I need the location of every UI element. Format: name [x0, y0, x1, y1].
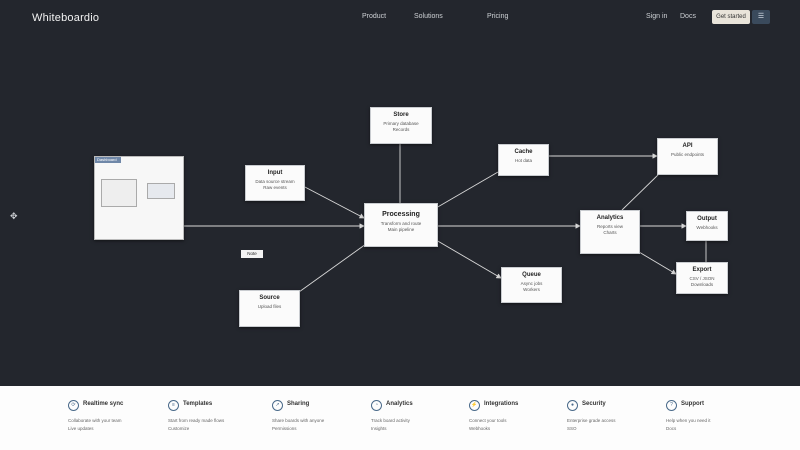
feature-desc-2: Customize — [168, 426, 190, 431]
feature-title: Security — [582, 401, 606, 407]
node-export[interactable]: Export CSV / JSON Downloads — [676, 262, 728, 294]
node-title: Queue — [522, 272, 541, 278]
node-desc-2: Workers — [523, 287, 540, 292]
node-desc: Transform and route — [380, 221, 422, 226]
connector-analytics-api — [621, 172, 661, 211]
node-desc: Async jobs — [520, 281, 543, 286]
feature-desc: Track board activity — [371, 418, 410, 423]
node-output[interactable]: Output Webhooks — [686, 211, 728, 241]
node-title: Output — [697, 216, 717, 222]
node-title: Cache — [514, 149, 533, 155]
connector-source-core — [298, 243, 367, 293]
node-processing[interactable]: Processing Transform and route Main pipe… — [364, 203, 438, 247]
top-navigation-bar: Whiteboardio Product Solutions Pricing S… — [0, 0, 800, 36]
feature-desc: Collaborate with your team — [68, 418, 122, 423]
feature-desc-2: Docs — [666, 426, 677, 431]
node-desc: Webhooks — [696, 225, 718, 230]
get-started-button[interactable]: Get started — [712, 10, 750, 24]
node-desc: Primary database — [383, 121, 419, 126]
feature-desc-2: Live updates — [68, 426, 94, 431]
nav-link-pricing[interactable]: Pricing — [487, 13, 509, 20]
feature-title: Templates — [183, 401, 213, 407]
node-title: API — [682, 143, 693, 149]
share-icon: ↗ — [272, 400, 283, 411]
help-icon: ? — [666, 400, 677, 411]
feature-title: Analytics — [386, 401, 413, 407]
connector-lines — [183, 143, 707, 293]
feature-desc-2: SSO — [567, 426, 577, 431]
node-desc-2: Records — [392, 127, 410, 132]
node-analytics[interactable]: Analytics Reports view Charts — [580, 210, 640, 254]
node-title: Input — [267, 170, 283, 176]
feature-desc: Share boards with anyone — [272, 418, 325, 423]
panel-preview-left — [101, 179, 137, 207]
node-title: Analytics — [596, 215, 624, 221]
floating-note-label[interactable]: Note — [241, 250, 263, 258]
node-queue[interactable]: Queue Async jobs Workers — [501, 267, 562, 303]
node-title: Store — [393, 112, 409, 118]
connector-analytics-export — [638, 251, 677, 275]
feature-title: Realtime sync — [83, 401, 124, 407]
app-logo[interactable]: Whiteboardio — [32, 12, 100, 24]
feature-desc: Help when you need it — [666, 418, 711, 423]
node-desc-2: Raw events — [263, 185, 287, 190]
feature-title: Sharing — [287, 401, 310, 407]
cursor-icon[interactable]: ✥ — [10, 211, 18, 221]
dashboard-panel-node[interactable]: Dashboard — [94, 156, 184, 240]
node-desc-2: Main pipeline — [387, 227, 415, 232]
panel-title: Dashboard — [95, 157, 121, 163]
node-desc: CSV / JSON — [689, 276, 715, 281]
feature-title: Integrations — [484, 401, 519, 407]
node-desc: Upload files — [257, 304, 282, 309]
lock-icon: ● — [567, 400, 578, 411]
feature-title: Support — [681, 401, 704, 407]
feature-desc: Start from ready made flows — [168, 418, 225, 423]
node-desc: Hot data — [514, 158, 532, 163]
plug-icon: ⚡ — [469, 400, 480, 411]
node-desc-2: Downloads — [690, 282, 714, 287]
node-cache[interactable]: Cache Hot data — [498, 144, 549, 176]
sign-in-link[interactable]: Sign in — [646, 13, 668, 20]
node-input[interactable]: Input Data source stream Raw events — [245, 165, 305, 201]
panel-preview-right — [147, 183, 175, 199]
nav-link-product[interactable]: Product — [362, 13, 387, 20]
node-desc: Data source stream — [255, 179, 295, 184]
node-title: Export — [692, 267, 712, 273]
sync-icon: ⟳ — [68, 400, 79, 411]
node-desc: Public endpoints — [670, 152, 705, 157]
connector-input-core — [302, 185, 365, 219]
menu-icon[interactable]: ☰ — [752, 10, 770, 24]
node-api[interactable]: API Public endpoints — [657, 138, 718, 175]
connector-core-cache — [435, 171, 499, 209]
feature-strip: ⟳ Realtime sync Collaborate with your te… — [0, 386, 800, 450]
feature-desc-2: Permissions — [272, 426, 297, 431]
node-store[interactable]: Store Primary database Records — [370, 107, 432, 144]
nav-link-solutions[interactable]: Solutions — [414, 13, 443, 20]
chart-icon: ◔ — [371, 400, 382, 411]
node-title: Source — [259, 295, 280, 301]
feature-desc-2: Webhooks — [469, 426, 491, 431]
node-desc-2: Charts — [603, 230, 617, 235]
layers-icon: ≡ — [168, 400, 179, 411]
node-source[interactable]: Source Upload files — [239, 290, 300, 327]
feature-desc: Connect your tools — [469, 418, 507, 423]
docs-link[interactable]: Docs — [680, 13, 696, 20]
connector-core-queue — [435, 239, 502, 279]
feature-desc-2: Insights — [371, 426, 387, 431]
feature-desc: Enterprise grade access — [567, 418, 616, 423]
node-title: Processing — [382, 211, 420, 218]
node-desc: Reports view — [596, 224, 623, 229]
